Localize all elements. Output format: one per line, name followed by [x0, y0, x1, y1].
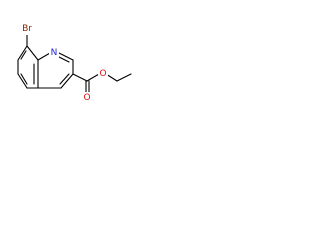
bond-c8a-n1 — [37, 52, 51, 61]
bond-c3-c4 — [60, 73, 74, 89]
bond-c6-c5 — [17, 73, 28, 89]
molecule-drawing: Br N O O — [17, 24, 132, 103]
bond-n1-c2 — [58, 52, 74, 61]
bond-c3-c4-inner — [59, 73, 70, 85]
bond-c8-c8a — [26, 45, 39, 61]
structure-canvas: Br N O O — [0, 0, 152, 152]
bond-c8-c7 — [17, 45, 28, 61]
bond-carbonyl-ester-o — [86, 73, 100, 82]
atom-label-n: N — [51, 48, 58, 58]
atom-label-o-ester: O — [99, 69, 106, 79]
bond-c8-c7-inner — [20, 50, 27, 60]
bond-c3-carbonyl — [72, 73, 88, 82]
atom-label-br: Br — [22, 24, 32, 34]
bond-n1-c2-inner — [58, 56, 70, 63]
bond-c6-c5-inner — [20, 73, 28, 85]
bond-ch2-ch3 — [116, 73, 132, 82]
atom-label-o-carbonyl: O — [83, 93, 90, 103]
